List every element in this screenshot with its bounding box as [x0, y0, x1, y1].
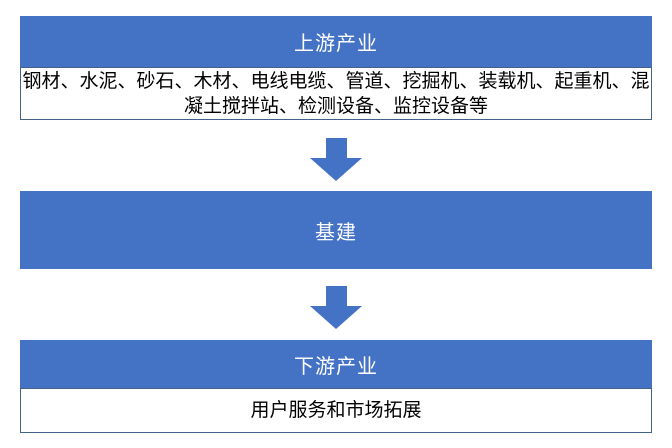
- downstream-title: 下游产业: [294, 355, 378, 378]
- down-arrow-icon: [310, 286, 362, 329]
- upstream-detail-text: 钢材、水泥、砂石、木材、电线电缆、管道、挖掘机、装载机、起重机、混凝土搅拌站、检…: [22, 70, 650, 117]
- downstream-detail-text: 用户服务和市场拓展: [250, 400, 422, 421]
- downstream-title-box: 下游产业: [20, 340, 652, 388]
- down-arrow-head: [310, 158, 362, 181]
- down-arrow-shaft: [325, 138, 347, 158]
- infrastructure-title: 基建: [315, 221, 357, 244]
- upstream-section: 上游产业 钢材、水泥、砂石、木材、电线电缆、管道、挖掘机、装载机、起重机、混凝土…: [20, 16, 652, 120]
- down-arrow-head: [310, 306, 362, 329]
- upstream-title-box: 上游产业: [20, 16, 652, 67]
- down-arrow-shaft: [325, 286, 347, 306]
- downstream-section: 下游产业 用户服务和市场拓展: [20, 340, 652, 433]
- upstream-detail-box: 钢材、水泥、砂石、木材、电线电缆、管道、挖掘机、装载机、起重机、混凝土搅拌站、检…: [20, 67, 652, 120]
- infrastructure-section: 基建: [20, 191, 652, 269]
- infrastructure-title-box: 基建: [20, 191, 652, 269]
- down-arrow-icon: [310, 138, 362, 181]
- upstream-title: 上游产业: [294, 33, 378, 55]
- downstream-detail-box: 用户服务和市场拓展: [20, 388, 652, 433]
